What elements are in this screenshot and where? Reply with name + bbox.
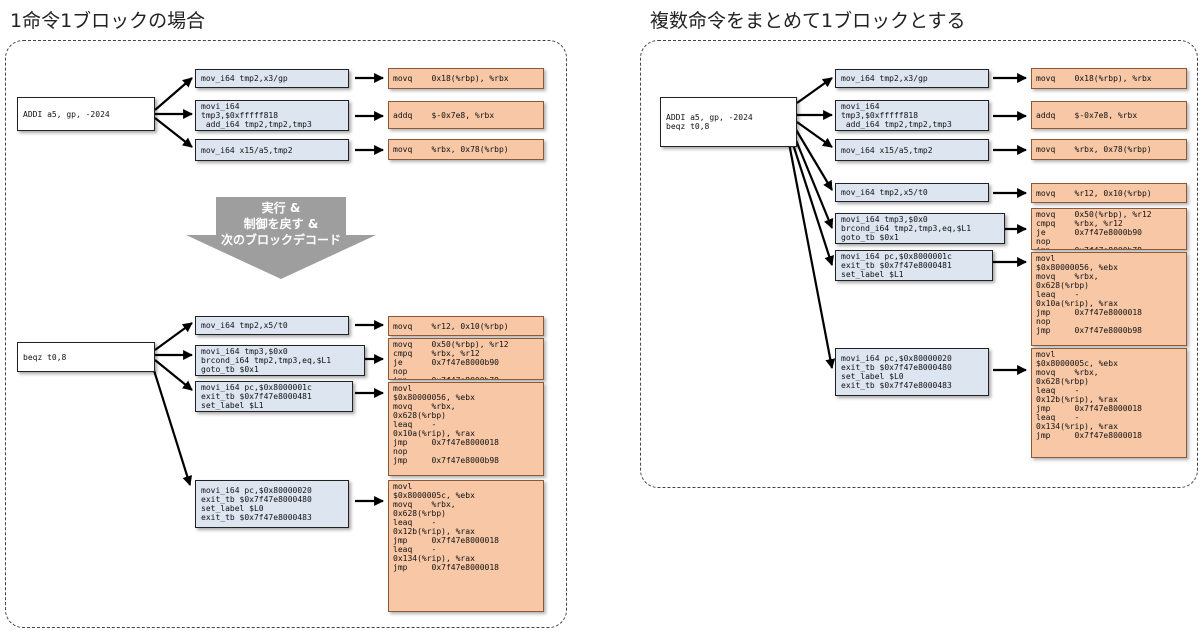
- left-tcg-op-5: movi_i64 tmp3,$0x0 brcond_i64 tmp2,tmp3,…: [195, 345, 365, 376]
- left-host-code-6: movl $0x80000056, %ebx movq %rbx, 0x628(…: [388, 382, 544, 476]
- arrow-r-src-tcg7: [787, 142, 836, 369]
- big-arrow-line-3: 次のブロックデコード: [220, 233, 341, 247]
- arrow-r-src-tcg4: [794, 127, 833, 191]
- left-tcg-op-7: movi_i64 pc,$0x80000020 exit_tb $0x7f47e…: [195, 480, 349, 528]
- arrow-l-src1-tcg1: [154, 77, 193, 111]
- left-tcg-op-3: mov_i64 x15/a5,tmp2: [195, 139, 349, 161]
- right-tcg-op-3: mov_i64 x15/a5,tmp2: [835, 139, 989, 161]
- right-title: 複数命令をまとめて1ブロックとする: [650, 10, 966, 32]
- right-tcg-op-1: mov_i64 tmp2,x3/gp: [835, 69, 989, 88]
- left-host-code-7: movl $0x8000005c, %ebx movq %rbx, 0x628(…: [388, 480, 544, 612]
- left-title: 1命令1ブロックの場合: [10, 10, 206, 32]
- left-tcg-op-4: mov_i64 tmp2,x5/t0: [195, 316, 349, 335]
- left-tcg-op-1: mov_i64 tmp2,x3/gp: [195, 69, 349, 88]
- right-host-code-2: addq $-0x7e8, %rbx: [1031, 101, 1187, 129]
- right-host-code-7: movl $0x8000005c, %ebx movq %rbx, 0x628(…: [1031, 348, 1187, 458]
- left-panel: [5, 40, 567, 628]
- left-host-code-3: movq %rbx, 0x78(%rbp): [388, 139, 544, 160]
- right-host-code-5: movq 0x50(%rbp), %r12 cmpq %rbx, %r12 je…: [1031, 208, 1187, 250]
- right-tcg-op-4: mov_i64 tmp2,x5/t0: [835, 183, 989, 202]
- left-source-addi: ADDI a5, gp, -2024: [17, 97, 155, 131]
- right-source-block: ADDI a5, gp, -2024 beqz t0,8: [660, 97, 797, 147]
- left-tcg-op-2: movi_i64 tmp3,$0xfffff818 add_i64 tmp2,t…: [195, 100, 349, 131]
- right-tcg-op-5: movi_i64 tmp3,$0x0 brcond_i64 tmp2,tmp3,…: [835, 213, 1005, 244]
- big-arrow-line-2: 制御を戻す &: [243, 217, 319, 231]
- arrow-l-src1-tcg3: [154, 117, 193, 148]
- arrow-l-src2-tcg4: [154, 322, 193, 351]
- big-down-arrow: [186, 197, 376, 279]
- right-host-code-3: movq %rbx, 0x78(%rbp): [1031, 139, 1187, 160]
- right-panel: [640, 40, 1198, 488]
- big-arrow-label: 実行 & 制御を戻す & 次のブロックデコード: [186, 200, 376, 248]
- big-down-arrow-shape: [186, 197, 376, 279]
- right-host-code-1: movq 0x18(%rbp), %rbx: [1031, 68, 1187, 89]
- right-tcg-op-7: movi_i64 pc,$0x80000020 exit_tb $0x7f47e…: [835, 348, 989, 396]
- arrow-r-src-tcg3: [796, 121, 833, 148]
- left-host-code-1: movq 0x18(%rbp), %rbx: [388, 68, 544, 89]
- left-source-beqz: beqz t0,8: [17, 342, 155, 372]
- left-host-code-5: movq 0x50(%rbp), %r12 cmpq %rbx, %r12 je…: [388, 338, 544, 380]
- right-tcg-op-2: movi_i64 tmp3,$0xfffff818 add_i64 tmp2,t…: [835, 100, 989, 131]
- big-arrow-line-1: 実行 &: [261, 201, 301, 215]
- arrow-l-src2-tcg6: [154, 359, 193, 391]
- left-host-code-4: movq %r12, 0x10(%rbp): [388, 316, 544, 336]
- right-tcg-op-6: movi_i64 pc,$0x8000001c exit_tb $0x7f47e…: [835, 250, 993, 281]
- left-host-code-2: addq $-0x7e8, %rbx: [388, 101, 544, 129]
- arrow-r-src-tcg1: [796, 77, 833, 104]
- right-host-code-6: movl $0x80000056, %ebx movq %rbx, 0x628(…: [1031, 252, 1187, 346]
- left-tcg-op-6: movi_i64 pc,$0x8000001c exit_tb $0x7f47e…: [195, 381, 353, 412]
- arrow-l-src2-tcg7: [150, 363, 193, 486]
- arrow-r-src-tcg5: [791, 132, 834, 229]
- arrow-r-src-tcg6: [789, 137, 834, 266]
- right-host-code-4: movq %r12, 0x10(%rbp): [1031, 183, 1187, 203]
